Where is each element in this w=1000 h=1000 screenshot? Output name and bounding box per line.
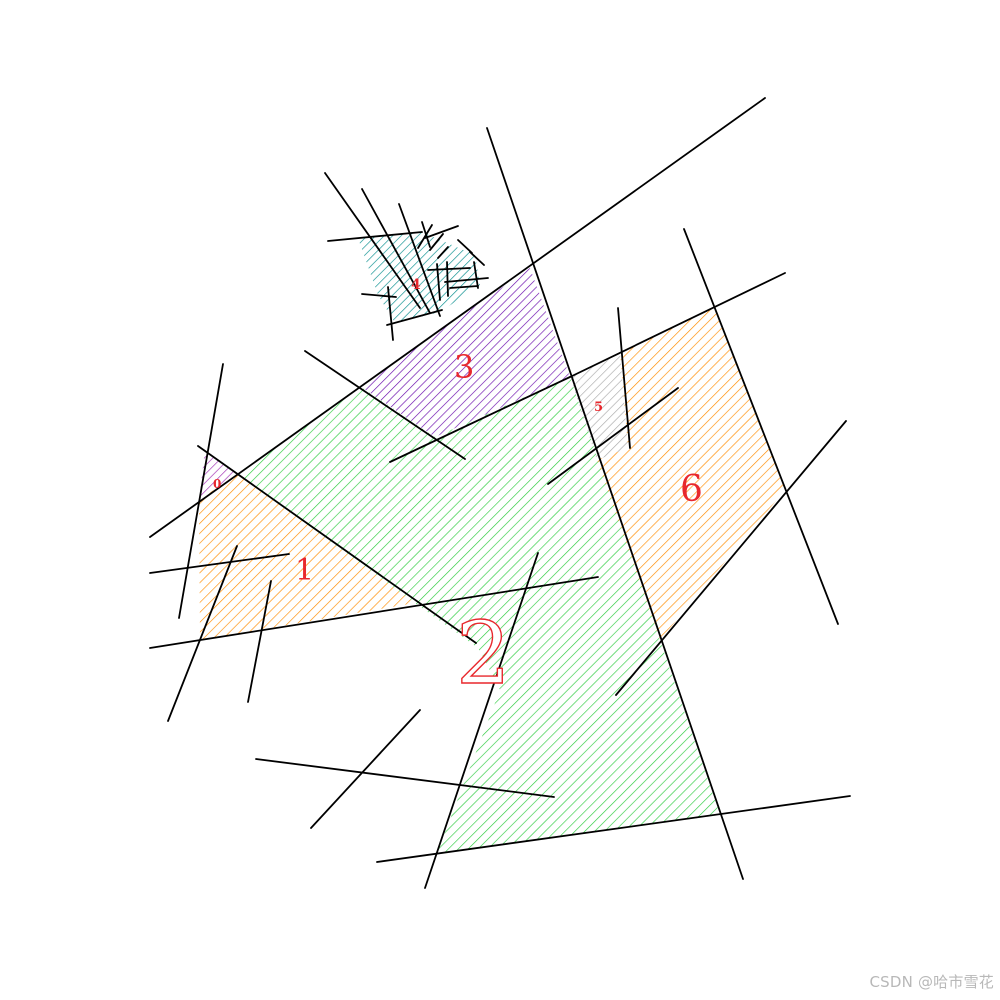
segment [457,239,473,254]
segment [547,387,679,485]
segment [569,272,786,378]
segment [449,285,479,289]
segment [376,795,851,863]
region-3 [360,268,570,437]
region-label-0: 0 [213,477,221,491]
region-label-3: 3 [454,348,474,386]
segment [361,188,431,314]
segment [178,363,224,619]
segment [327,231,423,242]
segment [389,376,571,463]
segment [437,246,449,259]
segment [398,203,441,317]
segment [424,552,539,889]
region-6 [597,308,785,640]
region-label-1: 1 [295,553,314,588]
segment [387,286,394,341]
segment [444,277,489,283]
region-label-4: 4 [411,277,421,293]
segment [424,225,459,239]
segment [149,97,766,538]
segment [361,293,397,298]
watermark: CSDN @哈市雪花 [869,973,994,991]
region-5 [570,352,628,460]
segment [386,309,443,326]
region-1 [199,474,415,640]
segment [683,228,839,625]
segment [255,758,555,798]
segment [486,127,744,880]
segment [304,350,466,460]
segment [167,545,238,722]
segment [149,553,290,574]
region-2 [237,377,720,853]
regions [199,232,785,853]
segment [247,580,272,703]
segment [197,445,477,644]
region-0 [199,450,237,500]
region-label-2: 2 [456,604,511,704]
segment [427,267,471,271]
region-label-5: 5 [594,400,603,415]
region-label-6: 6 [680,469,703,510]
segment [436,263,441,301]
segment [469,251,485,266]
region-labels: 0 1 2 3 4 5 6 [213,277,703,705]
segment [446,261,449,297]
line-segments [149,97,851,889]
segment [429,233,444,251]
segment [615,420,847,696]
segment [324,172,421,309]
segment [149,576,599,649]
segment [417,224,433,249]
segment [473,261,479,289]
segment [310,709,421,829]
